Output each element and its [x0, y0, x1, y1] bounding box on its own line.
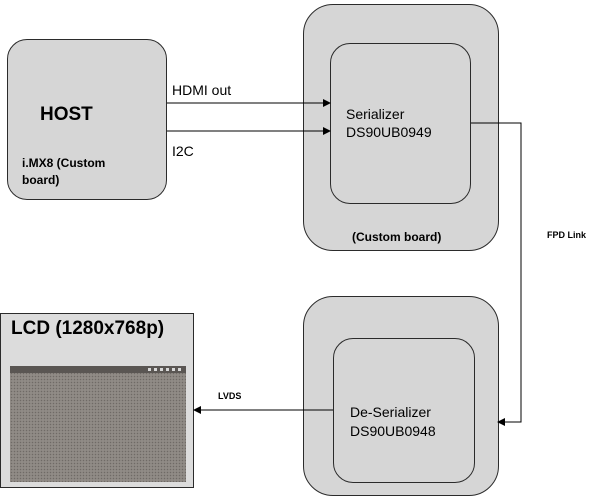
hdmi-label: HDMI out [172, 82, 232, 98]
i2c-label: I2C [172, 143, 194, 159]
deserializer-chip [333, 338, 475, 483]
fpd-link-label: FPD Link [547, 230, 587, 240]
deserializer-name: De-Serializer [350, 404, 431, 420]
lvds-label: LVDS [218, 391, 242, 401]
serializer-part: DS90UB0949 [346, 124, 432, 140]
lcd-status-icons [148, 368, 182, 371]
lcd-title: LCD (1280x768p) [11, 318, 165, 339]
serializer-name: Serializer [346, 106, 405, 122]
host-subtitle: i.MX8 (Custom board) [22, 156, 106, 187]
lcd-top-bar [10, 366, 186, 373]
connector-lines [167, 99, 522, 426]
deserializer-part: DS90UB0948 [350, 423, 436, 439]
fpd-link-arrow [471, 122, 522, 426]
serializer-chip [330, 43, 471, 204]
serializer-board-label: (Custom board) [352, 230, 442, 244]
host-title: HOST [40, 104, 93, 125]
lcd-screen-image [10, 366, 186, 482]
host-block [7, 39, 167, 200]
